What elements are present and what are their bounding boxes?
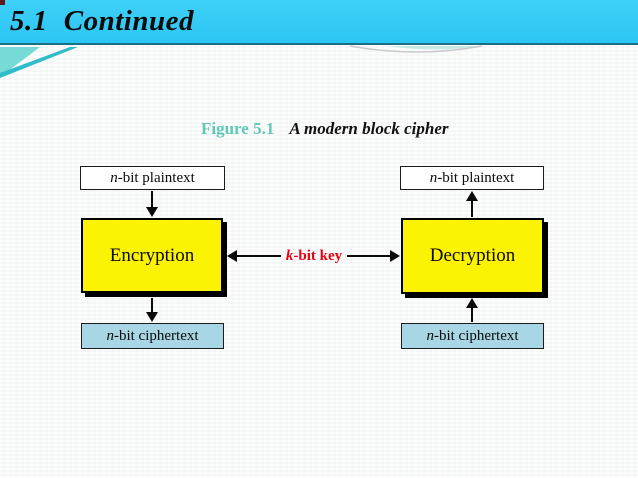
ciphertext-text-right: -bit ciphertext <box>433 327 519 344</box>
encryption-label: Encryption <box>109 244 195 266</box>
plaintext-box-right: n-bit plaintext <box>400 166 544 190</box>
arrow-up-ciphertext-to-decryption-icon <box>466 298 478 322</box>
plaintext-text-left: -bit plaintext <box>117 169 195 186</box>
decryption-label: Decryption <box>429 245 516 266</box>
arrow-down-encryption-to-ciphertext-icon <box>146 298 158 322</box>
plaintext-label-left: n-bit plaintext <box>110 170 195 187</box>
decryption-box: Decryption <box>401 218 544 294</box>
figure-caption: Figure 5.1 A modern block cipher <box>201 119 449 139</box>
plaintext-box-left: n-bit plaintext <box>80 166 225 190</box>
ciphertext-label-left: n-bit ciphertext <box>106 328 198 345</box>
slide-title-bar: 5.1 Continued <box>0 0 638 45</box>
arrow-up-decryption-to-plaintext-icon <box>466 191 478 217</box>
var-n: n <box>106 327 114 344</box>
var-k: k <box>285 248 294 264</box>
var-n: n <box>429 169 438 186</box>
encryption-box: Encryption <box>81 218 223 293</box>
key-text: -bit key <box>293 248 343 264</box>
ciphertext-box-right: n-bit ciphertext <box>401 323 544 349</box>
var-n: n <box>426 327 434 344</box>
figure-title: A modern block cipher <box>289 119 449 138</box>
plaintext-text-right: -bit plaintext <box>437 169 515 186</box>
section-number: 5.1 <box>10 5 48 37</box>
arrow-down-plaintext-to-encryption-icon <box>146 191 158 217</box>
plaintext-label-right: n-bit plaintext <box>430 170 515 187</box>
figure-label: Figure 5.1 <box>201 119 275 138</box>
ciphertext-box-left: n-bit ciphertext <box>81 323 224 349</box>
section-title: Continued <box>63 5 194 37</box>
key-label: k-bit key <box>281 247 347 265</box>
ciphertext-text-left: -bit ciphertext <box>113 327 199 344</box>
ciphertext-label-right: n-bit ciphertext <box>426 328 518 345</box>
corner-artifact <box>0 0 5 5</box>
var-n: n <box>110 169 118 186</box>
